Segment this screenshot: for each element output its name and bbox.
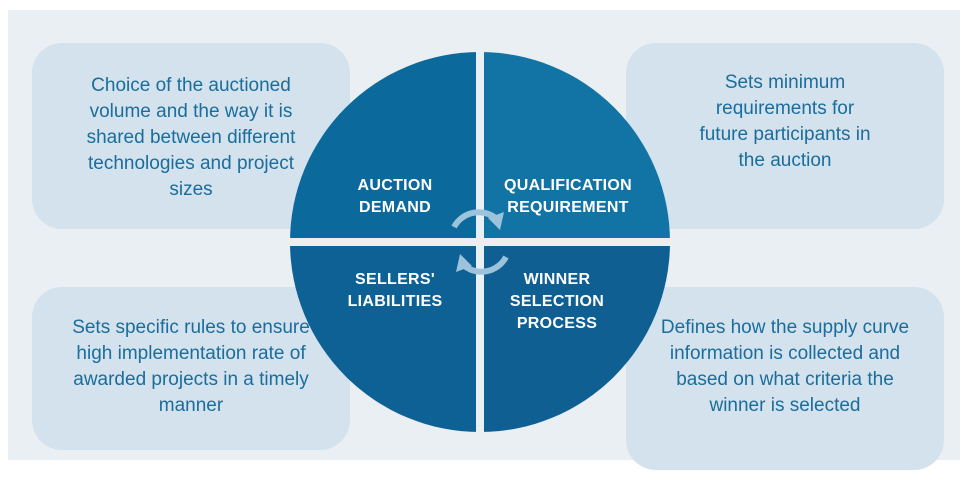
quadrant-sellers-liabilities — [290, 242, 480, 432]
auction-demand-description-card: Choice of the auctioned volume and the w… — [32, 43, 350, 229]
qualification-requirement-description: Sets minimum requirements for future par… — [699, 72, 871, 171]
sellers-liabilities-description-card: Sets specific rules to ensure high imple… — [32, 287, 350, 450]
auction-demand-label: AUCTION DEMAND — [357, 177, 433, 216]
quadrant-qualification-requirement — [480, 52, 670, 242]
qualification-requirement-label: QUALIFICATION REQUIREMENT — [503, 177, 633, 216]
sellers-liabilities-label: SELLERS' LIABILITIES — [347, 271, 443, 310]
sellers-liabilities-description: Sets specific rules to ensure high imple… — [72, 317, 310, 416]
cycle-arrows-icon — [451, 209, 509, 275]
qualification-requirement-description-card: Sets minimum requirements for future par… — [626, 43, 944, 229]
quadrant-winner-selection-process — [480, 242, 670, 432]
vertical-divider — [476, 52, 484, 432]
quadrant-auction-demand — [290, 52, 480, 242]
winner-selection-description-card: Defines how the supply curve information… — [626, 287, 944, 470]
auction-demand-description: Choice of the auctioned volume and the w… — [86, 75, 296, 200]
winner-selection-description: Defines how the supply curve information… — [660, 317, 910, 416]
auction-design-wheel — [290, 52, 670, 432]
winner-selection-process-label: WINNER SELECTION PROCESS — [509, 271, 605, 332]
